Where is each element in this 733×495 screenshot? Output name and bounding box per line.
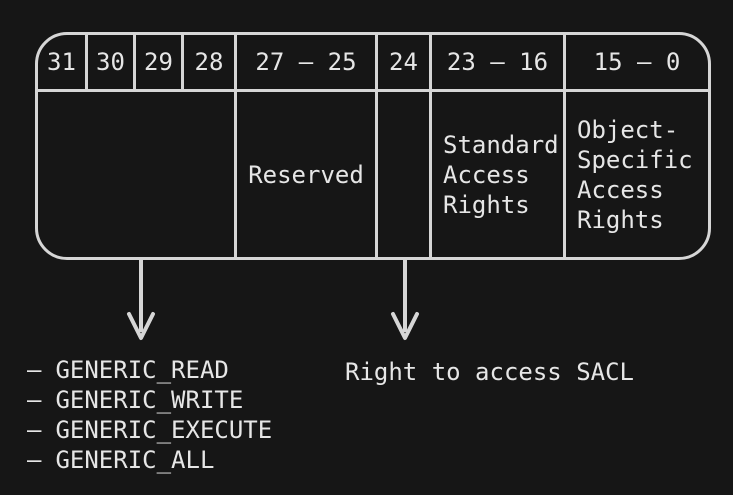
list-item: – GENERIC_EXECUTE — [27, 415, 272, 445]
generic-read-label: GENERIC_READ — [55, 356, 229, 384]
bit-header-27-25: 27 – 25 — [237, 35, 378, 89]
access-mask-table: 31 30 29 28 27 – 25 24 23 – 16 15 – 0 Re… — [35, 32, 711, 260]
list-item: – GENERIC_ALL — [27, 445, 272, 475]
bit-header-row: 31 30 29 28 27 – 25 24 23 – 16 15 – 0 — [38, 35, 708, 92]
list-item: – GENERIC_READ — [27, 355, 272, 385]
sacl-note: Right to access SACL — [345, 358, 634, 386]
bit-header-29: 29 — [136, 35, 184, 89]
list-item: – GENERIC_WRITE — [27, 385, 272, 415]
generic-write-label: GENERIC_WRITE — [55, 386, 244, 414]
sacl-bit-cell — [378, 92, 432, 257]
bit-header-31: 31 — [38, 35, 88, 89]
dash-bullet: – — [27, 386, 42, 414]
dash-bullet: – — [27, 416, 42, 444]
standard-access-rights-cell: Standard Access Rights — [432, 92, 566, 257]
generic-rights-list: – GENERIC_READ – GENERIC_WRITE – GENERIC… — [27, 355, 272, 475]
down-arrow-generic-icon — [124, 258, 158, 344]
object-specific-access-rights-cell: Object- Specific Access Rights — [577, 115, 693, 234]
bit-header-28: 28 — [184, 35, 237, 89]
bit-header-30: 30 — [88, 35, 136, 89]
bit-header-23-16: 23 – 16 — [432, 35, 566, 89]
generic-execute-label: GENERIC_EXECUTE — [55, 416, 273, 444]
bit-header-24: 24 — [378, 35, 432, 89]
generic-bits-cell — [38, 92, 237, 257]
dash-bullet: – — [27, 446, 42, 474]
bit-header-15-0: 15 – 0 — [593, 48, 681, 76]
down-arrow-sacl-icon — [388, 258, 422, 344]
bit-body-row: Reserved Standard Access Rights Object- … — [38, 92, 708, 257]
reserved-cell: Reserved — [237, 92, 378, 257]
dash-bullet: – — [27, 356, 42, 384]
generic-all-label: GENERIC_ALL — [55, 446, 215, 474]
